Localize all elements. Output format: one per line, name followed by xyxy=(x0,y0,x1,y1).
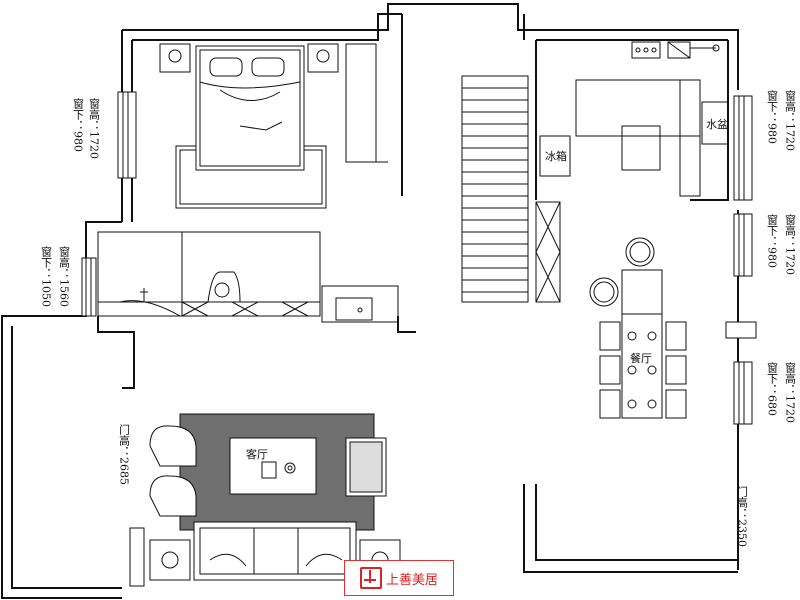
window-sill-right-top: 窗下：980 xyxy=(766,89,779,144)
fixture-label-sink: 水盆 xyxy=(706,117,728,131)
hallway-cabinets xyxy=(97,231,399,323)
window-height-left-mid: 窗高：1560 xyxy=(58,245,71,307)
brand-logo: 上善美居 xyxy=(344,560,454,596)
room-label-living: 客厅 xyxy=(246,447,268,461)
window-height-left-top: 窗高：1720 xyxy=(88,97,101,159)
window-sill-left-top: 窗下：980 xyxy=(72,97,85,152)
dining-set xyxy=(589,237,687,419)
kitchen xyxy=(539,41,729,197)
door-height-left: 门高：2685 xyxy=(118,423,131,485)
door-height-right: 门高：2350 xyxy=(736,485,749,547)
window-sill-right-low: 窗下：680 xyxy=(766,361,779,416)
window-sill-right-mid: 窗下：980 xyxy=(766,213,779,268)
stairs xyxy=(461,75,561,303)
window-height-right-top: 窗高：1720 xyxy=(784,89,797,151)
brand-logo-text: 上善美居 xyxy=(385,572,438,588)
window-height-right-low: 窗高：1720 xyxy=(784,361,797,423)
bedroom xyxy=(159,43,388,209)
windows xyxy=(81,91,757,425)
brand-mark-icon xyxy=(359,567,382,589)
window-height-right-mid: 窗高：1720 xyxy=(784,213,797,275)
room-label-dining: 餐厅 xyxy=(630,351,652,365)
window-sill-left-mid: 窗下：1050 xyxy=(40,245,53,307)
fixture-label-fridge: 冰箱 xyxy=(545,149,567,163)
